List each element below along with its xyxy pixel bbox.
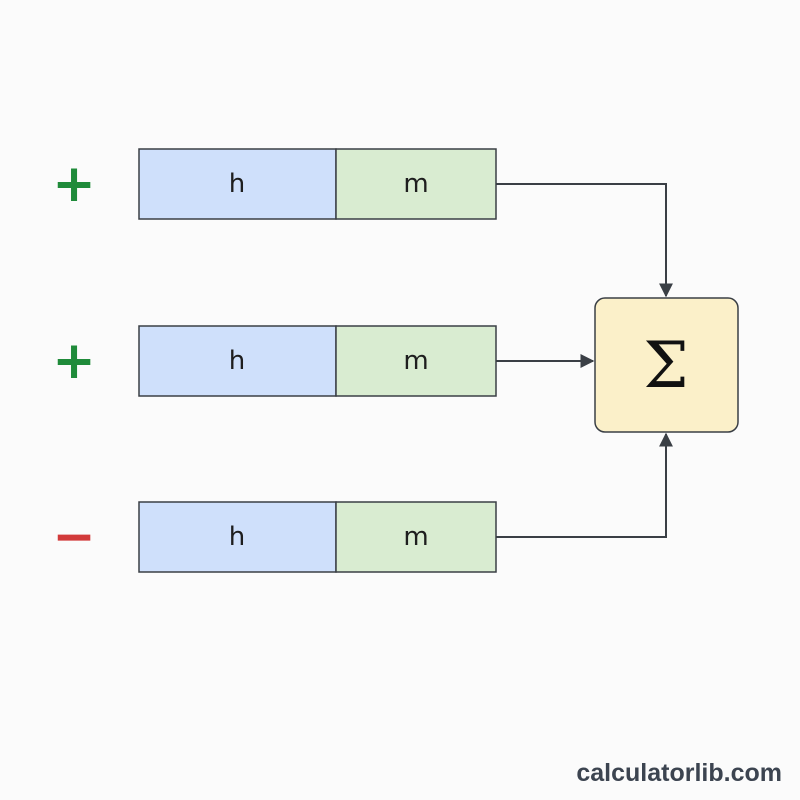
connector-row-3-to-sum	[496, 432, 673, 538]
row-1: + h m	[52, 148, 497, 220]
row-3-m-segment	[335, 501, 497, 573]
sum-box	[594, 297, 739, 433]
row-3-sign: −	[52, 507, 96, 567]
row-2: + h m	[52, 325, 497, 397]
sum-node: Σ	[594, 297, 739, 433]
row-3-h-segment	[138, 501, 337, 573]
row-3-h-label: h	[229, 522, 245, 552]
row-2-h-label: h	[229, 346, 245, 376]
row-1-sign: +	[52, 154, 96, 214]
row-2-h-segment	[138, 325, 337, 397]
row-1-m-label: m	[403, 169, 428, 199]
row-3-m-label: m	[403, 522, 428, 552]
sigma-symbol: Σ	[643, 329, 688, 403]
connector-row-1-to-sum	[496, 183, 673, 298]
row-2-sign: +	[52, 331, 96, 391]
row-1-h-label: h	[229, 169, 245, 199]
row-2-m-segment	[335, 325, 497, 397]
row-3: − h m	[52, 501, 497, 573]
row-1-h-segment	[138, 148, 337, 220]
watermark-text: calculatorlib.com	[576, 759, 782, 787]
row-2-m-label: m	[403, 346, 428, 376]
row-1-m-segment	[335, 148, 497, 220]
